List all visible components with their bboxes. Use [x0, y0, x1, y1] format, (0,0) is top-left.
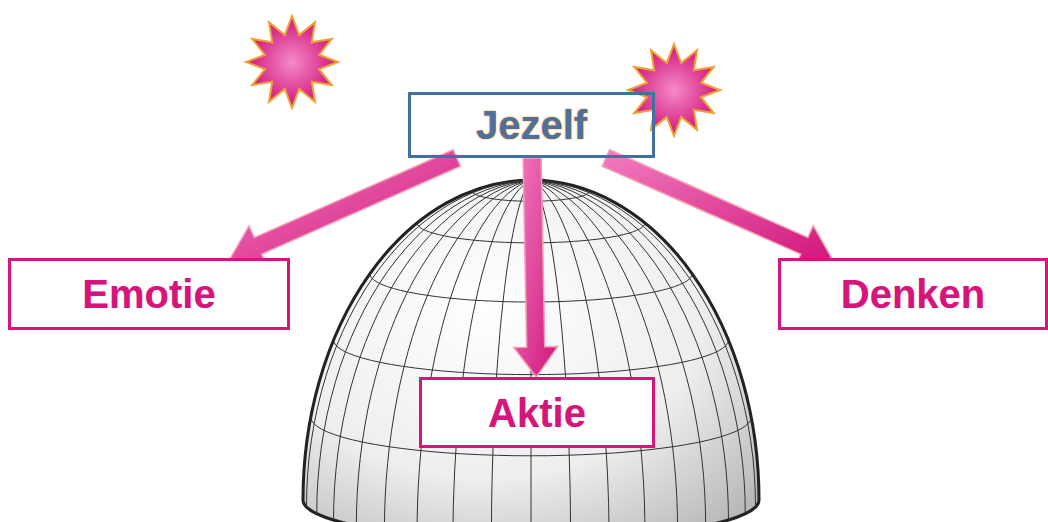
- block-arrow: [602, 150, 831, 266]
- box-label: Denken: [841, 272, 986, 316]
- concept-box: Aktie: [419, 377, 655, 448]
- concept-box: Emotie: [8, 258, 290, 330]
- block-arrow: [514, 158, 558, 377]
- longitude-line: [531, 180, 729, 520]
- box-label: Emotie: [82, 272, 215, 316]
- starburst: [628, 44, 720, 136]
- box-label: Aktie: [488, 391, 586, 435]
- self-box: Jezelf: [408, 92, 655, 158]
- longitude-line: [384, 180, 531, 522]
- concept-box: Denken: [778, 258, 1048, 330]
- block-arrow: [231, 150, 461, 266]
- longitude-line: [307, 180, 532, 507]
- longitude-line: [531, 180, 706, 522]
- longitude-line: [317, 180, 531, 514]
- longitude-line: [356, 180, 531, 522]
- longitude-line: [334, 180, 532, 520]
- starburst: [246, 16, 338, 108]
- box-label: Jezelf: [476, 103, 587, 147]
